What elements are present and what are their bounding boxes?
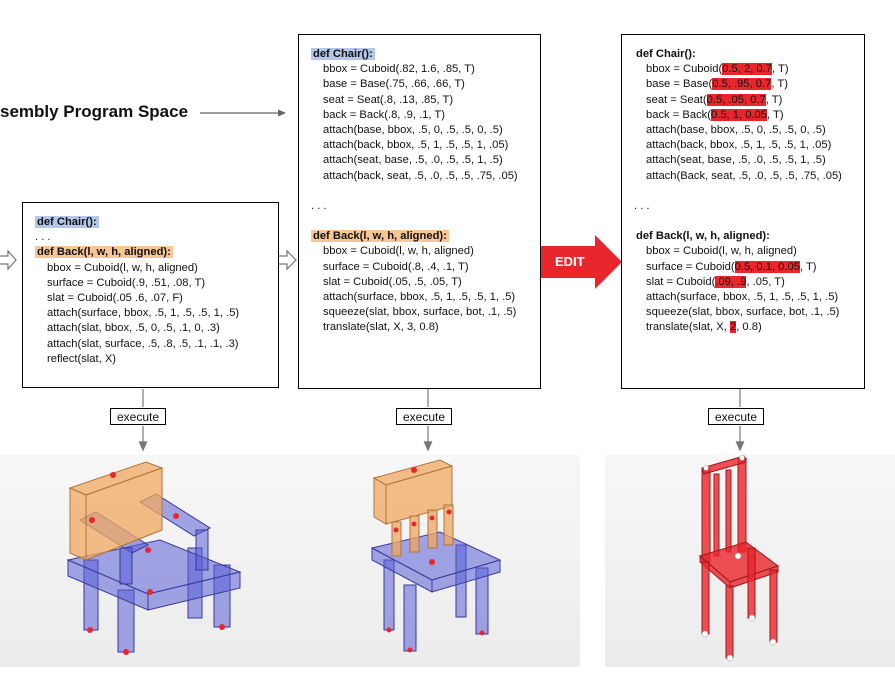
code-line: bbox = Cuboid(l, w, h, aligned) xyxy=(47,261,198,274)
code-line: surface = Cuboid(.8, .4, .1, T) xyxy=(323,260,469,273)
edited-value: 2 xyxy=(729,321,737,334)
execute-label-middle: execute xyxy=(396,408,453,425)
code-line: bbox = Cuboid(0.5, 2, 0.7, T) xyxy=(646,63,789,76)
code-line: squeeze(slat, bbox, surface, bot, .1, .5… xyxy=(323,306,517,319)
code-line: squeeze(slat, bbox, surface, bot, .1, .5… xyxy=(646,306,840,319)
code-line: back = Back(.8, .9, .1, T) xyxy=(323,108,445,121)
edited-value: .09, .9 xyxy=(715,275,747,288)
code-line: bbox = Cuboid(.82, 1.6, .85, T) xyxy=(323,63,475,76)
code-line: attach(base, bbox, .5, 0, .5, .5, 0, .5) xyxy=(323,123,503,136)
code-line: attach(surface, bbox, .5, 1, .5, .5, 1, … xyxy=(646,291,839,303)
ellipsis: . . . xyxy=(311,199,327,212)
execute-label-right: execute xyxy=(708,408,765,425)
code-line: reflect(slat, X) xyxy=(47,352,117,365)
code-line: attach(seat, base, .5, .0, .5, .5, 1, .5… xyxy=(323,154,503,167)
code-line: surface = Cuboid(.9, .51, .08, T) xyxy=(47,276,206,289)
edited-value: 0.5, .05, 0.7 xyxy=(706,93,766,106)
code-box-right: def Chair(): bbox = Cuboid(0.5, 2, 0.7, … xyxy=(621,34,865,389)
code-line: base = Base(0.5, .95, 0.7, T) xyxy=(646,78,788,91)
def-back-header: def Back(l, w, h, aligned): xyxy=(311,230,449,243)
code-line: attach(surface, bbox, .5, 1, .5, .5, 1, … xyxy=(47,307,240,320)
ellipsis: . . . xyxy=(35,231,51,244)
code-line: attach(back, bbox, .5, 1, .5, .5, 1, .05… xyxy=(646,139,832,152)
ellipsis: . . . xyxy=(634,199,650,212)
execute-label-left: execute xyxy=(110,408,167,425)
code-line: slat = Cuboid(.05, .5, .05, T) xyxy=(323,275,462,288)
def-chair-header: def Chair(): xyxy=(311,48,375,60)
left-double-arrow xyxy=(0,249,17,271)
code-box-middle: def Chair(): bbox = Cuboid(.82, 1.6, .85… xyxy=(298,34,541,389)
code-line: attach(seat, base, .5, .0, .5, .5, 1, .5… xyxy=(646,154,826,167)
code-line: bbox = Cuboid(l, w, h, aligned) xyxy=(646,245,797,258)
code-box-left: def Chair(): . . . def Back(l, w, h, ali… xyxy=(22,202,279,388)
code-line: translate(slat, X, 2, 0.8) xyxy=(646,321,762,334)
assembly-program-space-label: sembly Program Space xyxy=(0,102,189,121)
def-back-header: def Back(l, w, h, aligned): xyxy=(636,230,770,243)
code-line: attach(back, seat, .5, .0, .5, .5, .75, … xyxy=(323,169,518,182)
code-line: attach(base, bbox, .5, 0, .5, .5, 0, .5) xyxy=(646,123,826,136)
edited-value: 0.5, .95, 0.7 xyxy=(712,78,772,91)
code-line: attach(slat, bbox, .5, 0, .5, .1, 0, .3) xyxy=(47,322,220,335)
edited-value: 0.5, 2, 0.7 xyxy=(722,63,772,76)
code-line: attach(Back, seat, .5, .0, .5, .5, .75, … xyxy=(646,169,842,182)
code-line: slat = Cuboid(.09, .9, .05, T) xyxy=(646,275,785,288)
code-line: surface = Cuboid(0.5, 0.1, 0.05, T) xyxy=(646,260,817,273)
code-line: slat = Cuboid(.05 .6, .07, F) xyxy=(47,291,183,304)
edited-value: 0.5, 0.1, 0.05 xyxy=(734,260,800,273)
code-line: base = Base(.75, .66, .66, T) xyxy=(323,78,465,91)
def-back-header: def Back(l, w, h, aligned): xyxy=(35,246,173,259)
code-line: attach(surface, bbox, .5, 1, .5, .5, 1, … xyxy=(323,291,516,303)
code-line: bbox = Cuboid(l, w, h, aligned) xyxy=(323,245,474,258)
edited-value: 0.5, 1, 0.05 xyxy=(710,108,767,121)
def-chair-header: def Chair(): xyxy=(636,48,696,60)
code-line: attach(slat, surface, .5, .8, .5, .1, .1… xyxy=(47,337,239,350)
edit-label: EDIT xyxy=(555,254,585,269)
code-line: seat = Seat(0.5, .05, 0.7, T) xyxy=(646,93,783,106)
code-line: seat = Seat(.8, .13, .85, T) xyxy=(323,93,454,106)
code-line: attach(back, bbox, .5, 1, .5, .5, 1, .05… xyxy=(323,139,509,152)
code-line: translate(slat, X, 3, 0.8) xyxy=(323,321,439,334)
code-line: back = Back(0.5, 1, 0.05, T) xyxy=(646,108,784,121)
def-chair-header: def Chair(): xyxy=(35,216,99,228)
